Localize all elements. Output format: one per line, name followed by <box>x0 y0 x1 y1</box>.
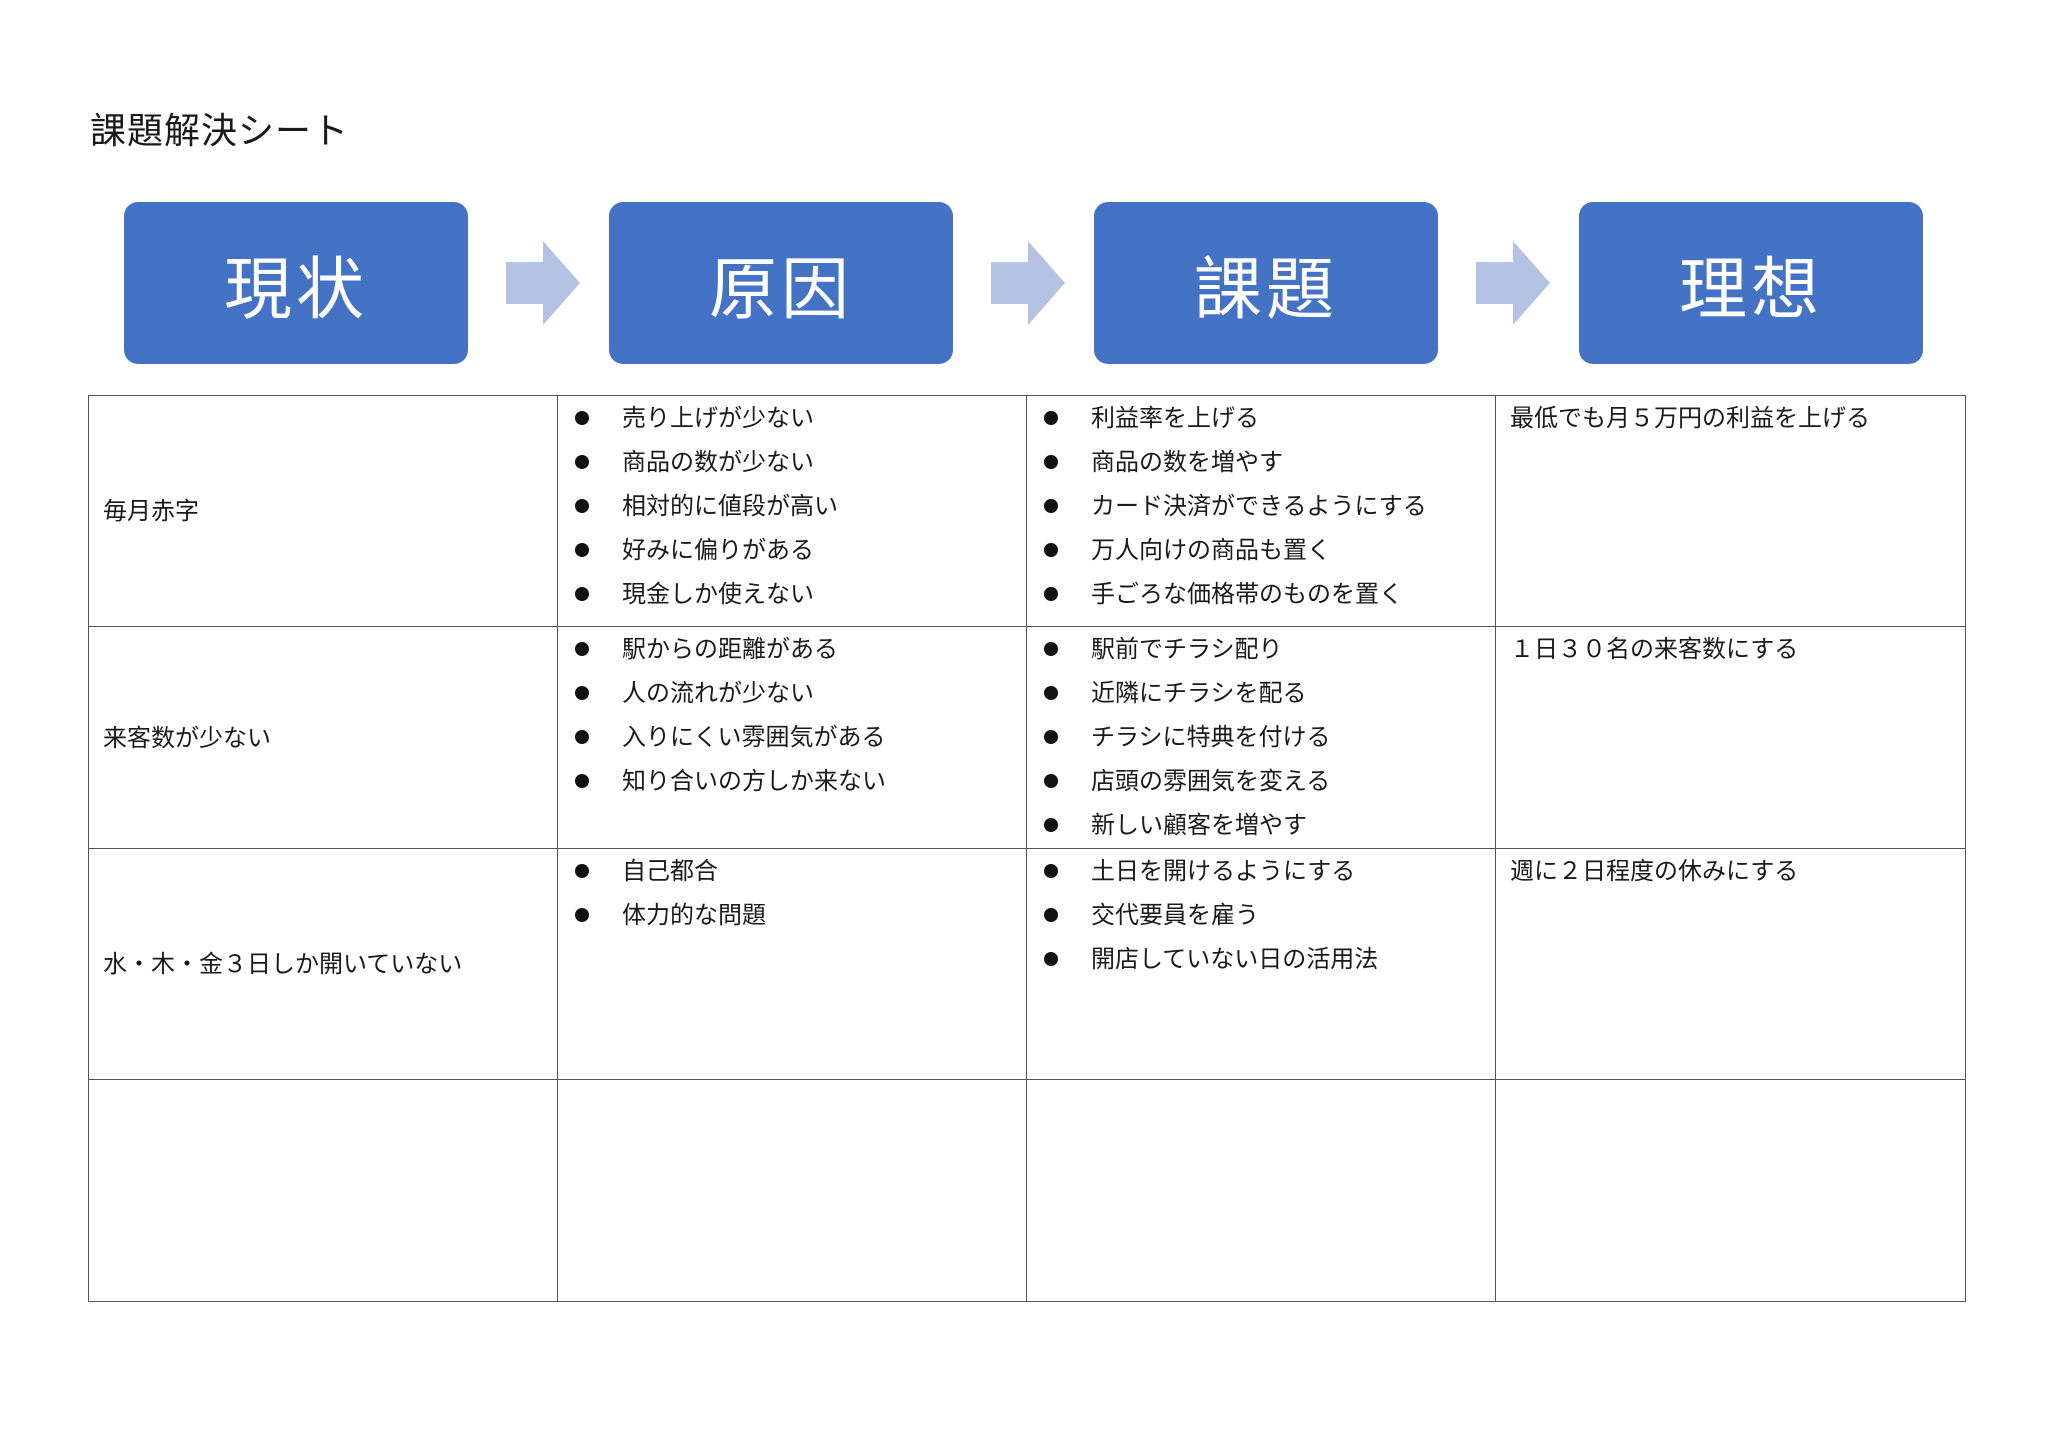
list-item: 交代要員を雇う <box>1027 893 1495 937</box>
list-item: 知り合いの方しか来ない <box>558 759 1026 803</box>
list-item: 現金しか使えない <box>558 572 1026 616</box>
list-item: 万人向けの商品も置く <box>1027 528 1495 572</box>
flow-arrow-icon <box>506 241 580 325</box>
bullet-icon <box>575 642 589 656</box>
bullet-icon <box>575 543 589 557</box>
list-item: 土日を開けるようにする <box>1027 849 1495 893</box>
causes-list: 売り上げが少ない 商品の数が少ない 相対的に値段が高い 好みに偏りがある 現金し… <box>558 396 1026 616</box>
causes-cell: 自己都合 体力的な問題 <box>557 848 1027 1080</box>
bullet-icon <box>575 908 589 922</box>
causes-cell: 売り上げが少ない 商品の数が少ない 相対的に値段が高い 好みに偏りがある 現金し… <box>557 395 1027 627</box>
document-title: 課題解決シート <box>90 111 350 152</box>
bullet-icon <box>1044 455 1058 469</box>
list-item: 商品の数を増やす <box>1027 440 1495 484</box>
bullet-icon <box>1044 818 1058 832</box>
table-row <box>88 1079 1966 1302</box>
list-item: 相対的に値段が高い <box>558 484 1026 528</box>
causes-cell: 駅からの距離がある 人の流れが少ない 入りにくい雰囲気がある 知り合いの方しか来… <box>557 626 1027 849</box>
list-item: 商品の数が少ない <box>558 440 1026 484</box>
bullet-icon <box>575 864 589 878</box>
bullet-icon <box>575 455 589 469</box>
list-item: 新しい顧客を増やす <box>1027 803 1495 847</box>
ideal-cell: １日３０名の来客数にする <box>1495 626 1966 849</box>
bullet-icon <box>575 730 589 744</box>
bullet-icon <box>1044 952 1058 966</box>
list-item: 人の流れが少ない <box>558 671 1026 715</box>
list-item: 売り上げが少ない <box>558 396 1026 440</box>
bullet-icon <box>1044 543 1058 557</box>
list-item: 店頭の雰囲気を変える <box>1027 759 1495 803</box>
stage-cause: 原因 <box>609 202 953 364</box>
bullet-icon <box>1044 686 1058 700</box>
bullet-icon <box>575 774 589 788</box>
stage-current-state: 現状 <box>124 202 468 364</box>
flow-arrow-icon <box>991 241 1065 325</box>
issues-list: 利益率を上げる 商品の数を増やす カード決済ができるようにする 万人向けの商品も… <box>1027 396 1495 616</box>
list-item: 駅前でチラシ配り <box>1027 627 1495 671</box>
process-flow: 現状 原因 課題 理想 <box>124 202 1924 364</box>
table-row: 来客数が少ない 駅からの距離がある 人の流れが少ない 入りにくい雰囲気がある 知… <box>88 626 1966 849</box>
bullet-icon <box>575 499 589 513</box>
stage-ideal-label: 理想 <box>1678 250 1823 330</box>
bullet-icon <box>1044 774 1058 788</box>
list-item: 入りにくい雰囲気がある <box>558 715 1026 759</box>
stage-ideal: 理想 <box>1579 202 1923 364</box>
list-item: 近隣にチラシを配る <box>1027 671 1495 715</box>
issues-cell: 駅前でチラシ配り 近隣にチラシを配る チラシに特典を付ける 店頭の雰囲気を変える… <box>1026 626 1496 849</box>
table-row: 水・木・金３日しか開いていない 自己都合 体力的な問題 土日を開けるようにする … <box>88 848 1966 1080</box>
table-row: 毎月赤字 売り上げが少ない 商品の数が少ない 相対的に値段が高い 好みに偏りがあ… <box>88 395 1966 627</box>
issues-list: 駅前でチラシ配り 近隣にチラシを配る チラシに特典を付ける 店頭の雰囲気を変える… <box>1027 627 1495 847</box>
bullet-icon <box>1044 908 1058 922</box>
flow-arrow-icon <box>1476 241 1550 325</box>
list-item: 体力的な問題 <box>558 893 1026 937</box>
list-item: 駅からの距離がある <box>558 627 1026 671</box>
list-item: 好みに偏りがある <box>558 528 1026 572</box>
bullet-icon <box>575 686 589 700</box>
bullet-icon <box>575 411 589 425</box>
bullet-icon <box>1044 587 1058 601</box>
bullet-icon <box>575 587 589 601</box>
issues-list: 土日を開けるようにする 交代要員を雇う 開店していない日の活用法 <box>1027 849 1495 981</box>
stage-current-state-label: 現状 <box>223 250 368 330</box>
problem-solving-table: 毎月赤字 売り上げが少ない 商品の数が少ない 相対的に値段が高い 好みに偏りがあ… <box>88 395 1966 1302</box>
bullet-icon <box>1044 411 1058 425</box>
list-item: チラシに特典を付ける <box>1027 715 1495 759</box>
stage-issue: 課題 <box>1094 202 1438 364</box>
bullet-icon <box>1044 642 1058 656</box>
bullet-icon <box>1044 499 1058 513</box>
causes-list: 自己都合 体力的な問題 <box>558 849 1026 937</box>
bullet-icon <box>1044 730 1058 744</box>
issues-cell: 土日を開けるようにする 交代要員を雇う 開店していない日の活用法 <box>1026 848 1496 1080</box>
current-state-cell: 来客数が少ない <box>88 626 558 849</box>
ideal-cell <box>1495 1079 1966 1302</box>
issues-cell <box>1026 1079 1496 1302</box>
list-item: カード決済ができるようにする <box>1027 484 1495 528</box>
list-item: 利益率を上げる <box>1027 396 1495 440</box>
ideal-cell: 最低でも月５万円の利益を上げる <box>1495 395 1966 627</box>
stage-cause-label: 原因 <box>708 250 853 330</box>
causes-list: 駅からの距離がある 人の流れが少ない 入りにくい雰囲気がある 知り合いの方しか来… <box>558 627 1026 803</box>
bullet-icon <box>1044 864 1058 878</box>
current-state-cell: 毎月赤字 <box>88 395 558 627</box>
list-item: 開店していない日の活用法 <box>1027 937 1495 981</box>
stage-issue-label: 課題 <box>1193 250 1338 330</box>
list-item: 手ごろな価格帯のものを置く <box>1027 572 1495 616</box>
issues-cell: 利益率を上げる 商品の数を増やす カード決済ができるようにする 万人向けの商品も… <box>1026 395 1496 627</box>
current-state-cell: 水・木・金３日しか開いていない <box>88 848 558 1080</box>
current-state-cell <box>88 1079 558 1302</box>
causes-cell <box>557 1079 1027 1302</box>
list-item: 自己都合 <box>558 849 1026 893</box>
ideal-cell: 週に２日程度の休みにする <box>1495 848 1966 1080</box>
